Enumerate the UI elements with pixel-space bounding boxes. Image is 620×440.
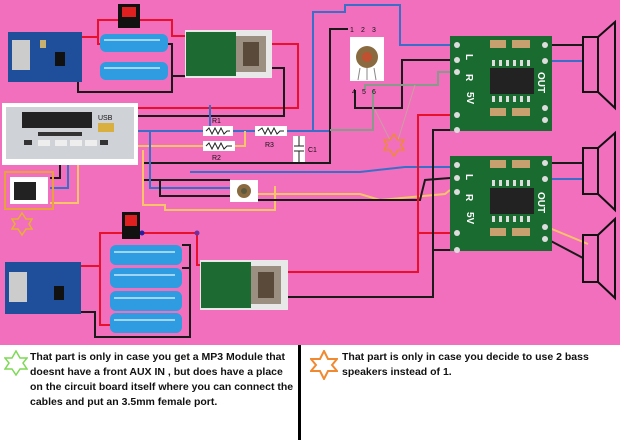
svg-text:6: 6: [372, 89, 376, 96]
wire-black: [546, 238, 584, 259]
wire-red: [80, 19, 118, 38]
svg-text:2: 2: [361, 27, 365, 34]
resistor-r2: R2: [203, 141, 235, 162]
wire-red: [97, 37, 100, 45]
wire-blue: [50, 165, 69, 189]
wire-black: [432, 129, 450, 251]
potentiometer-dual[interactable]: 1 2 3 4 5 6: [350, 27, 384, 96]
wire-black: [159, 180, 230, 197]
capacitor-c1: C1: [293, 136, 317, 162]
wire-blue: [287, 4, 450, 132]
power-switch-bottom[interactable]: [122, 212, 140, 239]
speaker-top: [582, 19, 616, 111]
batteries-bottom: [110, 245, 182, 333]
amplifier-board-top: L R 5V OUT: [450, 36, 552, 133]
svg-text:1: 1: [350, 27, 354, 34]
svg-text:R3: R3: [265, 142, 274, 149]
svg-text:L: L: [463, 54, 474, 60]
resistor-r1: R1: [203, 118, 233, 136]
aux-jack: [4, 171, 54, 210]
circuit-diagram: USB R1 R2 R3 C1: [0, 0, 620, 345]
wire-blue: [190, 166, 450, 173]
svg-text:R2: R2: [212, 155, 221, 162]
mp3-module: USB: [2, 103, 138, 165]
potentiometer-small[interactable]: [230, 180, 258, 202]
wire-black: [143, 28, 348, 164]
boost-converter-top: [185, 30, 272, 78]
wire-red: [138, 43, 299, 109]
star-green-icon: [4, 350, 28, 376]
wire-yellow: [546, 226, 589, 245]
wire-blue: [149, 130, 230, 189]
wire-red: [140, 19, 185, 37]
wire-yellow: [142, 150, 276, 211]
svg-text:5V: 5V: [464, 92, 475, 105]
wire-black: [354, 59, 450, 109]
svg-text:4: 4: [352, 89, 356, 96]
notes-divider: [298, 345, 301, 440]
wire-yellow: [50, 165, 79, 204]
junction-dot: [139, 230, 145, 236]
wire-gray: [364, 71, 450, 90]
speaker-bottom: [582, 216, 616, 301]
star-orange-icon: [310, 350, 338, 380]
wire-black: [77, 75, 185, 93]
svg-text:R: R: [463, 194, 474, 202]
svg-text:5V: 5V: [464, 212, 475, 225]
note-aux-in: That part is only in case you get a MP3 …: [30, 351, 294, 408]
wire-black: [78, 244, 191, 338]
speaker-middle: [582, 130, 616, 213]
svg-text:R: R: [463, 74, 474, 82]
note-bass-speakers: That part is only in case you decide to …: [342, 351, 589, 378]
svg-text:OUT: OUT: [535, 72, 546, 93]
wire-yellow: [235, 131, 246, 147]
star-orange-small-icon: [10, 211, 34, 237]
wire-red: [78, 232, 122, 267]
wire-red: [288, 233, 419, 273]
wire-gray: [397, 84, 416, 141]
wire-gray: [330, 90, 374, 131]
wire-black: [258, 177, 451, 201]
svg-text:L: L: [463, 174, 474, 180]
batteries-top: [100, 34, 168, 80]
charger-board-bottom: [5, 262, 81, 314]
wire-red: [99, 266, 110, 326]
resistor-r3: R3: [255, 126, 287, 149]
svg-text:R1: R1: [212, 118, 221, 125]
wire-black: [288, 250, 434, 298]
power-switch-top[interactable]: [118, 4, 140, 28]
svg-text:5: 5: [362, 89, 366, 96]
svg-text:C1: C1: [308, 147, 317, 154]
wire-gray: [374, 109, 391, 141]
boost-converter-bottom: [200, 260, 288, 310]
usb-label: USB: [98, 115, 113, 122]
svg-text:3: 3: [372, 27, 376, 34]
junction-dot: [194, 230, 200, 236]
amplifier-board-bottom: L R 5V OUT: [450, 156, 552, 253]
star-orange-icon: [382, 132, 406, 158]
svg-text:OUT: OUT: [535, 192, 546, 213]
charger-board-top: [8, 32, 82, 82]
